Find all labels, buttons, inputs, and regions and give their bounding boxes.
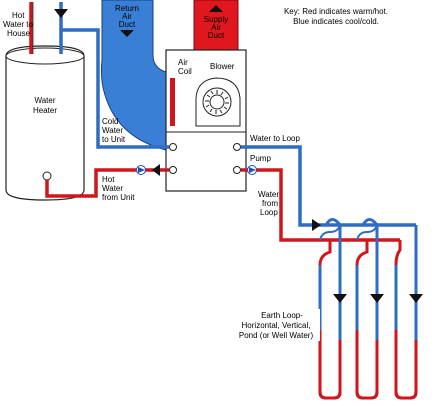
cold-water-label-3: to Unit: [102, 135, 126, 144]
blower-fan-icon: [205, 90, 229, 114]
earth-loop-label-2: Horizontal, Vertical,: [242, 321, 311, 330]
return-air-duct: [100, 0, 167, 151]
supply-manifold-arrow-icon: [312, 219, 321, 231]
return-duct-down-arrow-icon: [120, 30, 134, 37]
water-from-loop-label-1: Water: [258, 190, 279, 199]
cold-water-down-arrow-icon: [54, 9, 68, 18]
blower-hub: [209, 94, 225, 110]
hot-water-from-unit-label-3: from Unit: [102, 193, 135, 202]
water-heater-label-1: Water: [34, 96, 55, 105]
water-heater-drain: [42, 171, 52, 181]
earth-loop-1: [318, 224, 342, 400]
loop-2-down-arrow-icon: [370, 294, 384, 303]
water-from-loop-label-3: Loop: [260, 208, 278, 217]
key-blue-text: Blue indicates cool/cold.: [293, 17, 379, 26]
earth-loop-label-bg: [238, 309, 320, 341]
hot-water-to-house-label-3: House: [7, 29, 31, 38]
hot-water-from-unit-arrow-icon: [152, 164, 160, 176]
water-from-loop-pipe: [241, 168, 310, 242]
hot-side-pump-icon: [138, 167, 145, 173]
hot-water-to-house-label-1: Hot: [12, 11, 25, 20]
air-coil: [170, 78, 175, 126]
supply-duct-label-3: Duct: [208, 31, 225, 40]
unit-port-to-loop: [233, 143, 241, 151]
return-duct-label-3: Duct: [119, 20, 136, 29]
water-from-loop-label-2: from: [262, 199, 278, 208]
air-coil-label-2: Coil: [178, 67, 192, 76]
unit-port-cold-in: [169, 143, 177, 151]
manifold-crossovers: [324, 218, 379, 226]
earth-loop-3: [394, 225, 418, 400]
hot-water-to-house-label-2: Water to: [3, 20, 33, 29]
air-coil-label-1: Air: [178, 58, 188, 67]
return-duct-label-2: Air: [122, 12, 132, 21]
hot-water-from-unit-label-1: Hot: [102, 175, 115, 184]
cold-water-label-1: Cold: [102, 117, 118, 126]
supply-duct-up-arrow-icon: [209, 5, 223, 12]
water-to-loop-pipe: [241, 145, 313, 227]
cold-water-label-2: Water: [102, 126, 123, 135]
supply-duct-label-2: Air: [211, 23, 221, 32]
loop-1-down-arrow-icon: [333, 294, 347, 303]
earth-loop-label-1: Earth Loop-: [261, 311, 303, 320]
return-duct-label-1: Return: [115, 4, 139, 13]
hot-water-from-unit-pipe: [45, 168, 169, 198]
unit-port-hot-out: [169, 166, 177, 174]
loop-3-down-arrow-icon: [409, 294, 423, 303]
earth-loop-2: [355, 224, 379, 400]
unit-port-from-loop: [233, 166, 241, 174]
pump-label: Pump: [250, 154, 271, 163]
water-to-loop-label: Water to Loop: [250, 134, 301, 143]
earth-loop-label-3: Pond (or Well Water): [239, 331, 314, 340]
key-red-text: Key: Red indicates warm/hot.: [284, 7, 388, 16]
hot-water-from-unit-label-2: Water: [102, 184, 123, 193]
water-heater-tank: [5, 45, 85, 201]
water-heater-label-2: Heater: [33, 106, 57, 115]
water-heater-top: [5, 47, 85, 65]
loop-pump-icon: [249, 167, 256, 173]
supply-duct-label-1: Supply: [204, 15, 228, 24]
blower-label: Blower: [210, 62, 235, 71]
